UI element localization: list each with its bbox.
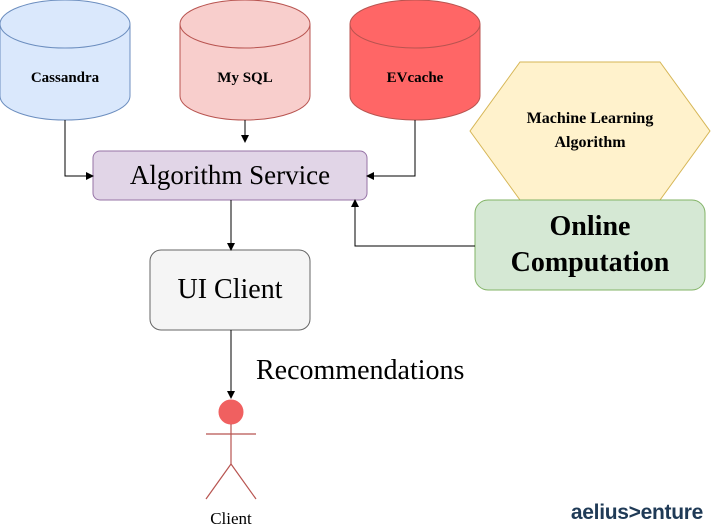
connectors — [64, 120, 475, 399]
arrow-evcache-to-service — [366, 120, 416, 180]
algorithm-service-label: Algorithm Service — [129, 160, 331, 190]
arrow-online-to-service — [351, 199, 475, 247]
online-computation-box — [474, 199, 706, 291]
recommendations-label: Recommendations — [256, 355, 465, 386]
client-user-icon — [205, 399, 257, 500]
cassandra-label: Cassandra — [30, 69, 100, 86]
mysql-database-icon — [179, 0, 311, 121]
mysql-label: My SQL — [217, 69, 273, 86]
evcache-database-icon — [349, 0, 481, 121]
brand-logo: aelius>enture — [570, 501, 703, 524]
evcache-label: EVcache — [386, 69, 444, 86]
arrow-cassandra-to-service — [64, 120, 94, 180]
ml-algorithm-label: Machine Learning Algorithm — [526, 110, 654, 151]
client-label: Client — [210, 509, 252, 528]
cassandra-database-icon — [0, 0, 131, 121]
online-computation-label: Online Computation — [510, 211, 670, 278]
ui-client-label: UI Client — [177, 274, 283, 305]
